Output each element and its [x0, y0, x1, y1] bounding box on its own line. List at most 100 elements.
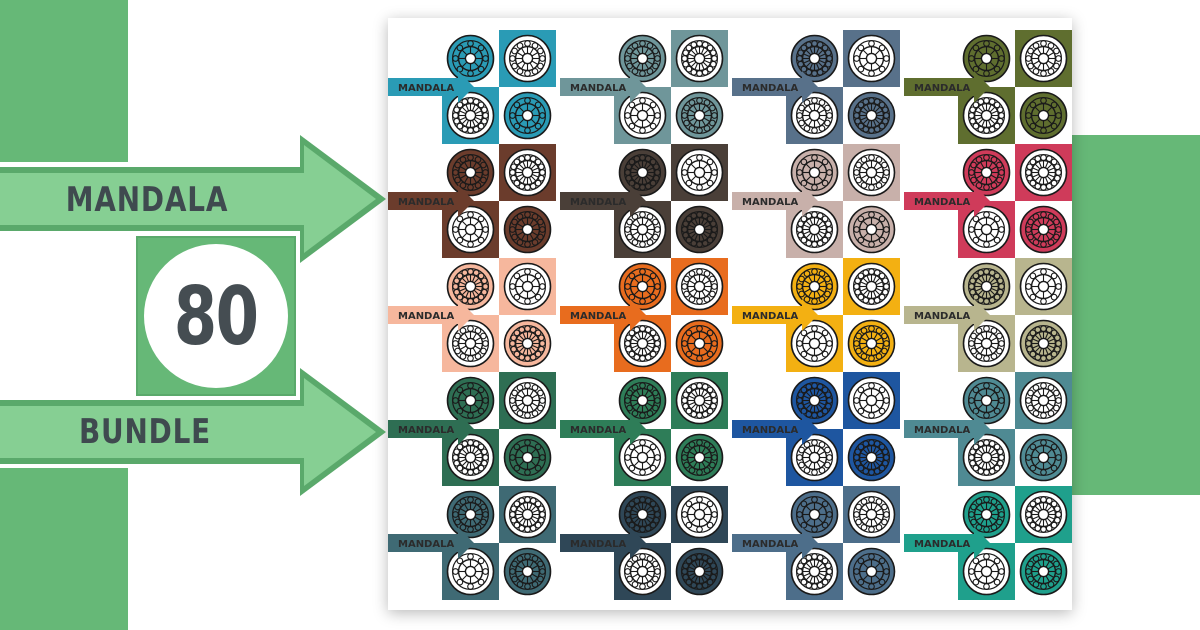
mandala-icon [618, 490, 667, 539]
tile-arrow-label: MANDALA [742, 425, 798, 436]
tile-arrow: MANDALA [388, 71, 474, 103]
tile-arrow: MANDALA [904, 299, 990, 331]
mandala-icon [790, 376, 839, 425]
mandala-tile: MANDALA [732, 258, 900, 372]
mandala-tile: MANDALA [560, 30, 728, 144]
mandala-icon [618, 433, 667, 482]
tile-arrow: MANDALA [732, 527, 818, 559]
mandala-icon [503, 319, 552, 368]
mandala-icon [503, 433, 552, 482]
tile-arrow: MANDALA [560, 71, 646, 103]
mandala-icon [790, 319, 839, 368]
mandala-tile: MANDALA [904, 144, 1072, 258]
mandala-preview-sheet: MANDALA MANDALA MANDALA MANDALA MANDALA MANDA… [388, 18, 1072, 610]
mandala-tile: MANDALA [388, 258, 556, 372]
tile-arrow-label: MANDALA [398, 425, 454, 436]
tile-arrow-label: MANDALA [398, 83, 454, 94]
tile-arrow-label: MANDALA [914, 83, 970, 94]
mandala-icon [503, 547, 552, 596]
tile-arrow: MANDALA [732, 413, 818, 445]
mandala-icon [790, 547, 839, 596]
mandala-icon [446, 547, 495, 596]
tile-arrow-label: MANDALA [570, 425, 626, 436]
mandala-tile: MANDALA [732, 486, 900, 600]
mandala-icon [446, 91, 495, 140]
mandala-icon [675, 262, 724, 311]
mandala-icon [1019, 148, 1068, 197]
tile-arrow: MANDALA [732, 71, 818, 103]
mandala-icon [962, 205, 1011, 254]
mandala-icon [675, 205, 724, 254]
mandala-tile: MANDALA [388, 144, 556, 258]
mandala-icon [847, 262, 896, 311]
mandala-icon [618, 262, 667, 311]
mandala-icon [962, 547, 1011, 596]
mandala-icon [1019, 262, 1068, 311]
mandala-icon [962, 148, 1011, 197]
tile-arrow-label: MANDALA [570, 539, 626, 550]
mandala-icon [1019, 490, 1068, 539]
tile-arrow-label: MANDALA [398, 539, 454, 550]
tile-arrow-label: MANDALA [742, 197, 798, 208]
tile-arrow-label: MANDALA [742, 539, 798, 550]
tile-arrow: MANDALA [732, 185, 818, 217]
tile-arrow-label: MANDALA [570, 197, 626, 208]
mandala-icon [847, 547, 896, 596]
mandala-icon [847, 91, 896, 140]
mandala-icon [618, 205, 667, 254]
mandala-icon [962, 319, 1011, 368]
mandala-icon [1019, 205, 1068, 254]
tile-arrow: MANDALA [904, 527, 990, 559]
big-arrow-bottom [0, 368, 388, 496]
mandala-icon [962, 376, 1011, 425]
mandala-icon [790, 490, 839, 539]
mandala-icon [618, 148, 667, 197]
tile-arrow: MANDALA [732, 299, 818, 331]
mandala-icon [962, 433, 1011, 482]
mandala-icon [618, 547, 667, 596]
mandala-icon [790, 205, 839, 254]
mandala-icon [847, 376, 896, 425]
mandala-tile: MANDALA [560, 144, 728, 258]
tile-arrow-label: MANDALA [398, 311, 454, 322]
hero-title-top: MANDALA [65, 180, 229, 220]
mandala-tile: MANDALA [904, 486, 1072, 600]
count-badge: 80 [136, 236, 296, 396]
mandala-icon [790, 262, 839, 311]
tile-arrow-label: MANDALA [398, 197, 454, 208]
mandala-tile: MANDALA [560, 258, 728, 372]
mandala-icon [675, 376, 724, 425]
big-arrow-top [0, 135, 388, 263]
mandala-icon [1019, 91, 1068, 140]
tile-arrow-label: MANDALA [914, 197, 970, 208]
mandala-tile: MANDALA [904, 30, 1072, 144]
mandala-icon [675, 547, 724, 596]
mandala-icon [675, 433, 724, 482]
tile-arrow: MANDALA [560, 299, 646, 331]
mandala-icon [618, 319, 667, 368]
mandala-tile: MANDALA [732, 144, 900, 258]
mandala-tile: MANDALA [732, 30, 900, 144]
mandala-icon [790, 34, 839, 83]
mandala-tile: MANDALA [904, 372, 1072, 486]
mandala-icon [503, 376, 552, 425]
tile-arrow-label: MANDALA [742, 83, 798, 94]
tile-arrow: MANDALA [904, 185, 990, 217]
mandala-grid: MANDALA MANDALA MANDALA MANDALA MANDALA MANDA… [388, 30, 1072, 600]
mandala-icon [675, 91, 724, 140]
decor-block-right [1072, 135, 1200, 495]
mandala-icon [446, 34, 495, 83]
mandala-icon [847, 433, 896, 482]
mandala-icon [446, 262, 495, 311]
mandala-icon [618, 376, 667, 425]
mandala-icon [446, 148, 495, 197]
count-number: 80 [174, 269, 259, 363]
tile-arrow: MANDALA [560, 185, 646, 217]
mandala-icon [618, 91, 667, 140]
mandala-icon [847, 490, 896, 539]
mandala-icon [503, 34, 552, 83]
mandala-icon [675, 148, 724, 197]
decor-block-top-left [0, 0, 128, 162]
mandala-icon [1019, 319, 1068, 368]
mandala-tile: MANDALA [388, 372, 556, 486]
